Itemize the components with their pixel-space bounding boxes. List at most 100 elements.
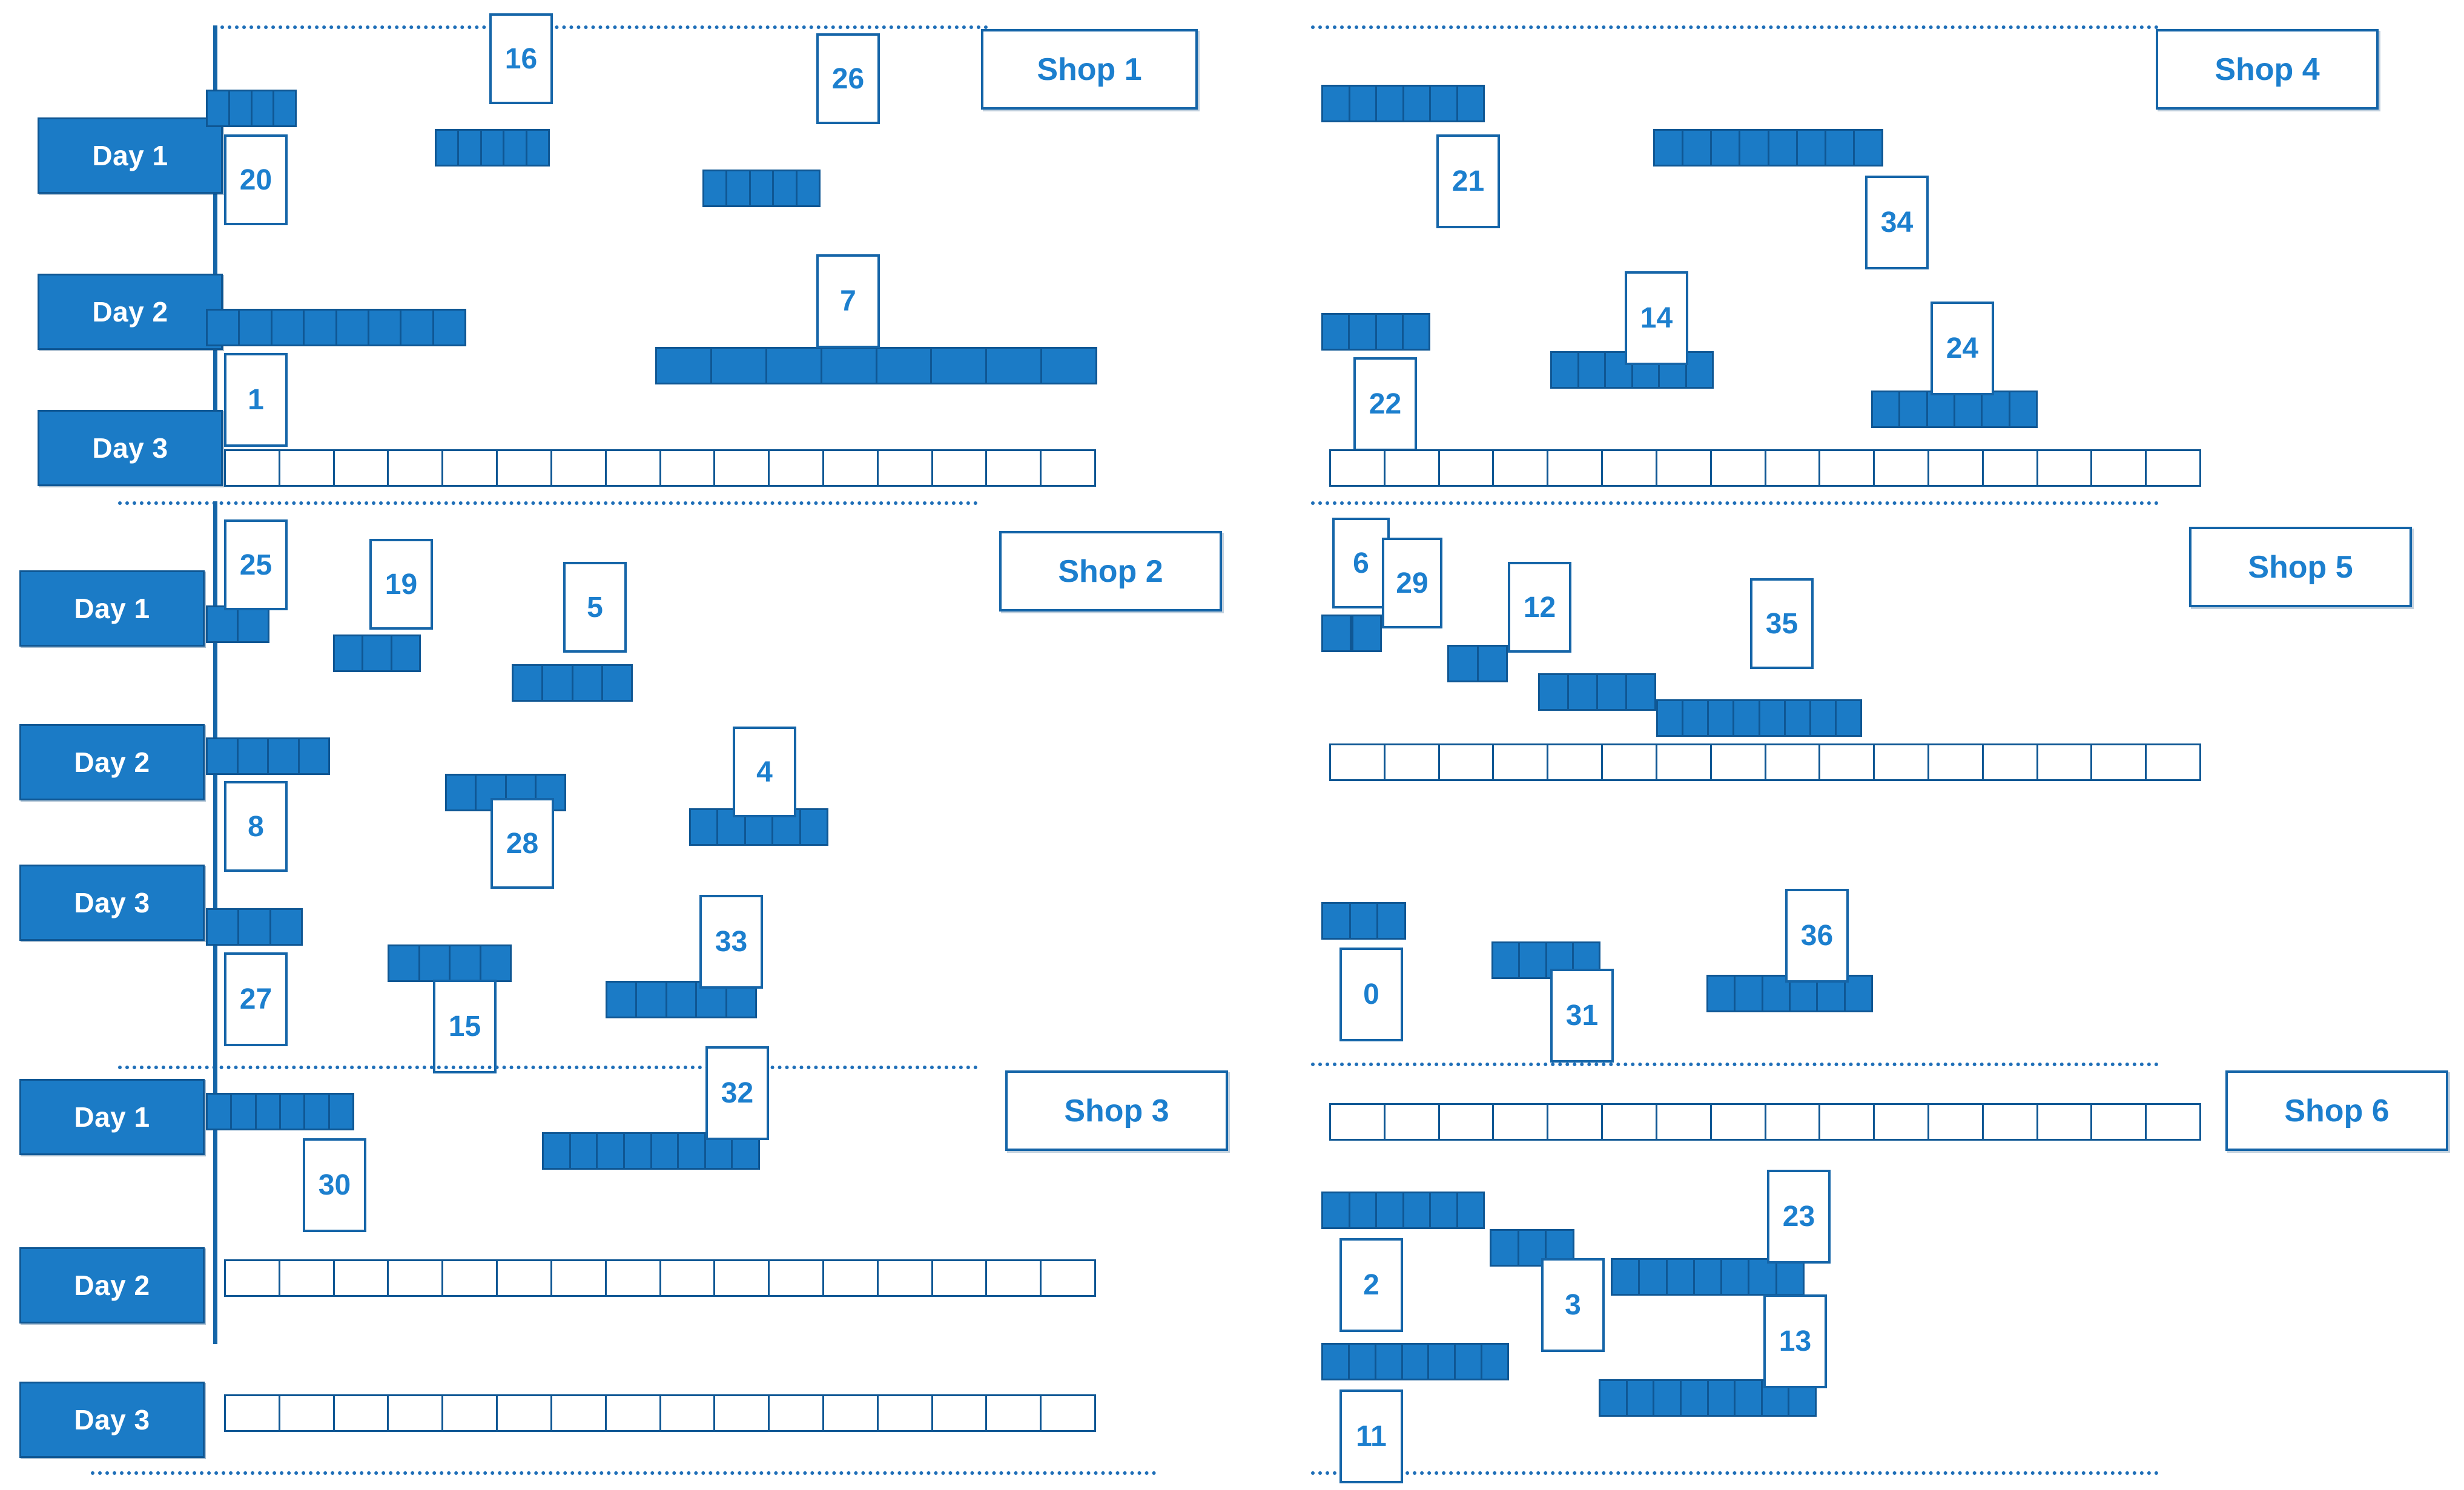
task-segment [1613, 1260, 1640, 1294]
task-segment [1377, 315, 1404, 349]
task-segment [1042, 1396, 1094, 1430]
task-bar [1321, 85, 1485, 122]
task-segment [1983, 1105, 2038, 1139]
task-segment [420, 946, 451, 980]
task-segment [443, 451, 498, 485]
task-segment [239, 607, 268, 641]
task-segment [606, 451, 661, 485]
job-id-box-6: 6 [1332, 518, 1390, 608]
task-segment [305, 311, 337, 344]
task-segment [661, 451, 716, 485]
task-segment [878, 451, 933, 485]
task-segment [1846, 977, 1871, 1010]
task-segment [1404, 1193, 1431, 1227]
task-segment [401, 311, 434, 344]
job-id-box-5: 5 [563, 562, 627, 653]
panel-separator [91, 1471, 1157, 1475]
task-bar [1611, 1258, 1805, 1296]
job-id-box-14: 14 [1625, 271, 1688, 365]
task-segment [878, 1396, 933, 1430]
task-segment [607, 983, 638, 1017]
task-segment [1548, 745, 1604, 779]
shop-title-shop6: Shop 6 [2225, 1070, 2448, 1151]
task-segment [987, 451, 1042, 485]
task-segment [1552, 353, 1579, 387]
panel-separator [1311, 501, 2159, 505]
task-segment [1350, 1345, 1376, 1379]
task-segment [1520, 943, 1547, 977]
task-segment [253, 91, 275, 125]
task-segment [798, 171, 819, 205]
task-segment [706, 1134, 733, 1168]
task-bar [206, 605, 269, 643]
task-segment [552, 451, 607, 485]
task-segment [774, 171, 798, 205]
job-id-box-0: 0 [1339, 948, 1403, 1041]
task-segment [770, 1261, 824, 1295]
task-segment [1709, 701, 1735, 735]
task-segment [1449, 647, 1479, 681]
task-segment [1479, 647, 1507, 681]
task-segment [239, 739, 269, 773]
task-segment [1519, 1231, 1547, 1265]
task-segment [477, 776, 507, 809]
task-segment [226, 1396, 280, 1430]
task-segment [1820, 1105, 1875, 1139]
task-segment [504, 131, 527, 165]
task-segment [1458, 87, 1484, 120]
job-id-box-7: 7 [816, 254, 880, 348]
panel-separator [118, 1066, 978, 1069]
shop-title-shop1: Shop 1 [981, 29, 1198, 110]
task-segment [2010, 392, 2036, 426]
task-segment [1628, 1381, 1655, 1415]
task-segment [1769, 131, 1798, 165]
job-id-box-19: 19 [369, 539, 433, 630]
task-segment [1377, 1193, 1404, 1227]
day-label-1: Day 1 [19, 1079, 205, 1155]
task-segment [1766, 1105, 1821, 1139]
time-axis-line [213, 1066, 217, 1344]
task-segment [746, 810, 774, 844]
task-segment [552, 1261, 607, 1295]
job-id-box-25: 25 [224, 519, 288, 610]
task-segment [625, 1134, 652, 1168]
task-segment [257, 1095, 281, 1129]
task-bar [689, 808, 828, 846]
task-segment [1760, 701, 1786, 735]
task-segment [543, 666, 573, 700]
panel-separator [1311, 25, 2159, 29]
task-segment [1658, 701, 1684, 735]
task-segment [1709, 1381, 1736, 1415]
task-segment [1660, 353, 1687, 387]
task-segment [226, 451, 280, 485]
job-id-box-27: 27 [224, 952, 288, 1046]
task-segment [389, 946, 420, 980]
task-segment [443, 1396, 498, 1430]
task-segment [1736, 977, 1763, 1010]
task-bar [435, 129, 550, 166]
task-segment [1983, 392, 2010, 426]
task-segment [824, 1261, 879, 1295]
task-segment [1763, 977, 1791, 1010]
task-segment [434, 311, 464, 344]
idle-time-bar [224, 449, 1096, 487]
task-segment [300, 739, 329, 773]
job-id-box-34: 34 [1865, 176, 1929, 269]
task-segment [240, 311, 272, 344]
task-segment [715, 1396, 770, 1430]
task-segment [712, 349, 767, 383]
task-segment [208, 607, 239, 641]
task-segment [389, 451, 444, 485]
task-segment [606, 1396, 661, 1430]
task-segment [437, 131, 460, 165]
task-segment [369, 311, 402, 344]
task-segment [877, 349, 933, 383]
task-segment [1695, 1260, 1723, 1294]
task-segment [1777, 1260, 1803, 1294]
task-segment [1385, 745, 1440, 779]
job-id-box-30: 30 [303, 1138, 366, 1232]
task-segment [1929, 451, 1984, 485]
task-segment [1766, 745, 1821, 779]
idle-time-bar [224, 1259, 1096, 1297]
job-id-box-33: 33 [699, 895, 763, 989]
